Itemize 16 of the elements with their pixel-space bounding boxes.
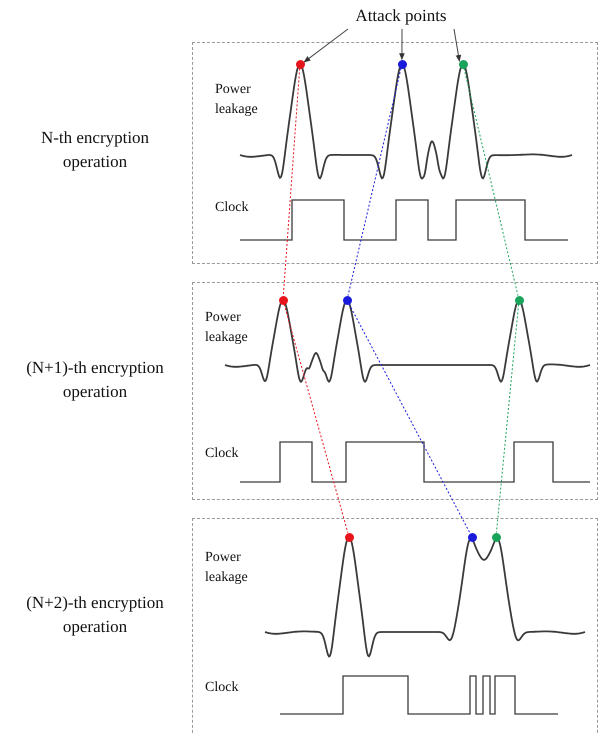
callout-text: Attack points — [340, 4, 462, 28]
arrow — [399, 28, 405, 60]
signal-label: Clock — [205, 679, 238, 697]
arrow — [454, 28, 462, 62]
dotted-connector — [284, 304, 348, 534]
signal-label: Clock — [205, 445, 238, 463]
dotted-connector — [496, 304, 520, 534]
operation-heading: (N+1)-th encryption operation — [25, 357, 165, 403]
signal-label: Clock — [215, 199, 248, 217]
dotted-connector — [348, 68, 402, 296]
dotted-connector — [464, 68, 518, 296]
dotted-connector — [282, 68, 300, 296]
dotted-connector — [348, 303, 470, 534]
arrow — [304, 28, 348, 63]
operation-heading: N-th encryption operation — [40, 127, 150, 173]
operation-heading: (N+2)-th encryption operation — [25, 592, 165, 638]
